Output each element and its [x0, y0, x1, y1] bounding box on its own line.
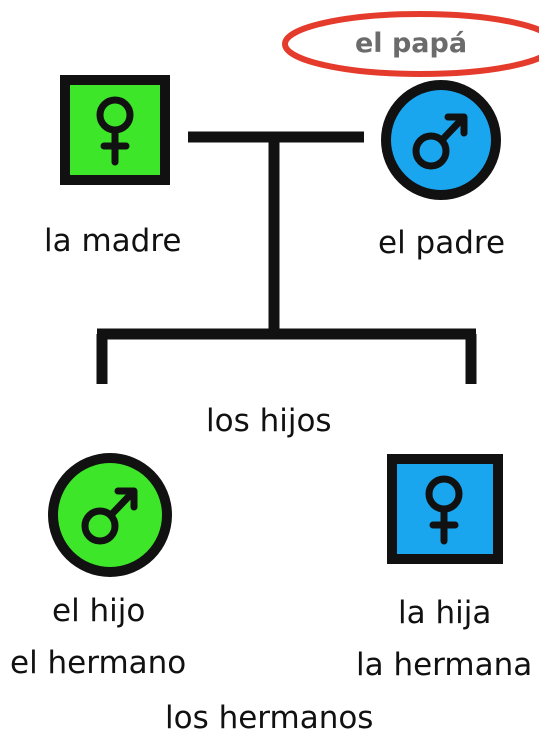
- son-label-secondary: el hermano: [10, 645, 187, 681]
- female-symbol-icon: [425, 475, 463, 545]
- mother-node: [60, 75, 170, 185]
- annotation-circle: [282, 11, 539, 77]
- female-symbol-icon: [96, 96, 134, 166]
- son-label-primary: el hijo: [52, 593, 146, 629]
- siblings-group-label: los hermanos: [165, 700, 374, 736]
- children-group-label: los hijos: [206, 403, 332, 439]
- daughter-label-primary: la hija: [398, 595, 492, 631]
- mother-label: la madre: [44, 223, 182, 259]
- male-symbol-icon: [412, 113, 468, 170]
- father-label: el padre: [378, 225, 506, 261]
- daughter-label-secondary: la hermana: [356, 647, 533, 683]
- daughter-node: [387, 454, 503, 564]
- son-node: [48, 453, 172, 577]
- father-node: [381, 80, 501, 200]
- tree-connectors: [96, 131, 477, 384]
- male-symbol-icon: [81, 487, 138, 545]
- annotation-text: el papá: [355, 28, 468, 59]
